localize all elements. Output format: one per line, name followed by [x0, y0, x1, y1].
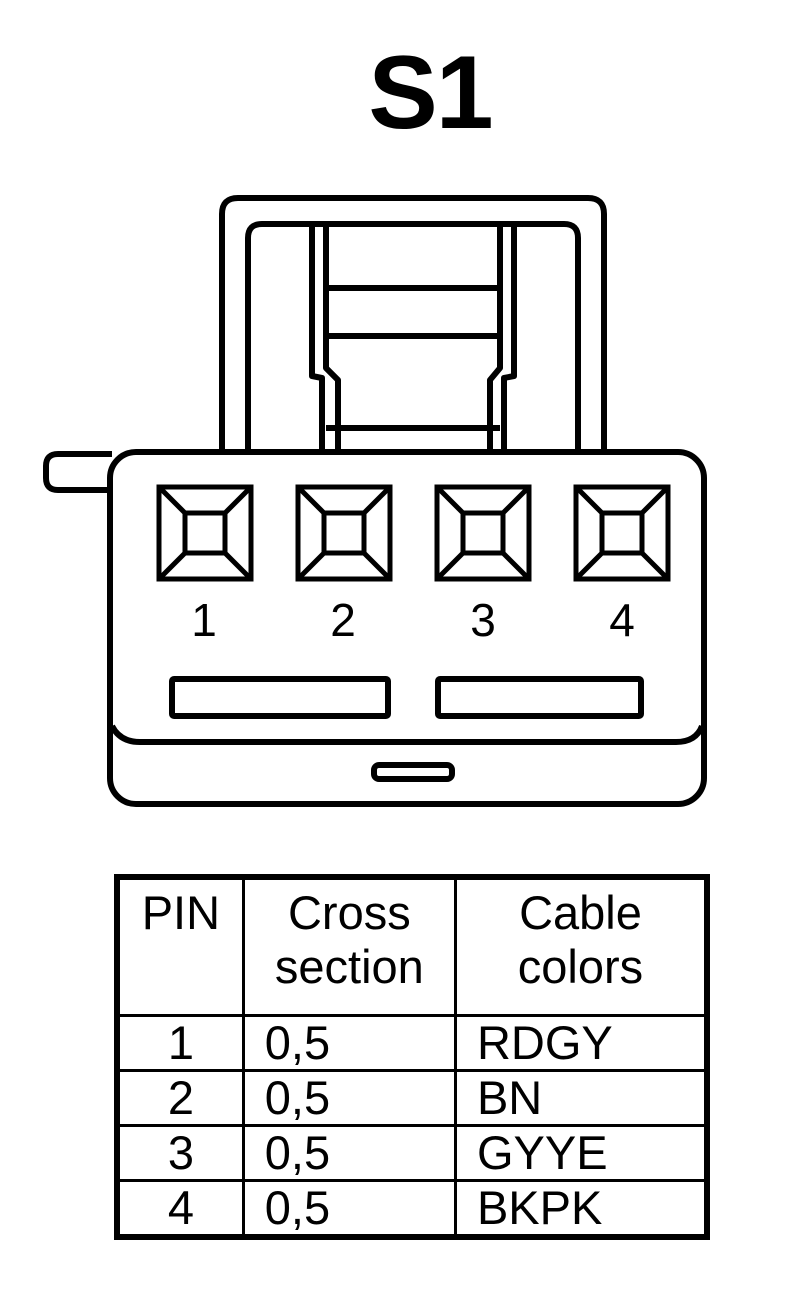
- cell-pin: 1: [115, 1014, 245, 1072]
- cell-cross-section: 0,5: [241, 1179, 457, 1239]
- connector-drawing: 1 2 3 4: [43, 195, 707, 807]
- cell-cable-color: RDGY: [453, 1014, 709, 1072]
- cell-cross-section: 0,5: [241, 1124, 457, 1182]
- latch-inner-frame: [245, 221, 581, 450]
- latch-tongue: [309, 226, 325, 450]
- cell-pin: 3: [115, 1124, 245, 1182]
- table-row: 3 0,5 GYYE: [115, 1124, 709, 1182]
- cell-cable-color: BKPK: [453, 1179, 709, 1239]
- cell-cross-section: 0,5: [241, 1069, 457, 1127]
- pin-label-3: 3: [470, 594, 496, 646]
- cell-cross-section: 0,5: [241, 1014, 457, 1072]
- pin-assignment-table: PIN Cross section Cable colors 1 0,5 RDG…: [114, 874, 710, 1240]
- cell-pin: 2: [115, 1069, 245, 1127]
- cell-pin: 4: [115, 1179, 245, 1239]
- pin-label-4: 4: [609, 594, 635, 646]
- header-cross-section: Cross section: [241, 875, 457, 1017]
- bottom-slot: [371, 762, 455, 782]
- pin-label-1: 1: [191, 594, 217, 646]
- header-cable-colors: Cable colors: [453, 875, 709, 1017]
- connector-title: S1: [368, 35, 493, 151]
- table-row: 1 0,5 RDGY: [115, 1014, 709, 1072]
- pin-cavity-4: [573, 484, 671, 582]
- housing-ledge: [109, 724, 705, 745]
- table-row: 2 0,5 BN: [115, 1069, 709, 1127]
- header-pin: PIN: [115, 875, 245, 1017]
- cell-cable-color: GYYE: [453, 1124, 709, 1182]
- pin-cavity-3: [434, 484, 532, 582]
- table-row: 4 0,5 BKPK: [115, 1179, 709, 1239]
- table-header-row: PIN Cross section Cable colors: [115, 875, 709, 1017]
- pin-label-2: 2: [330, 594, 356, 646]
- pin-cavity-1: [156, 484, 254, 582]
- side-tab: [43, 451, 112, 493]
- lock-bar-left: [169, 676, 391, 719]
- lock-bar-right: [435, 676, 644, 719]
- connector-housing: [107, 449, 707, 807]
- cell-cable-color: BN: [453, 1069, 709, 1127]
- latch-outer-frame: [219, 195, 607, 450]
- pin-cavity-2: [295, 484, 393, 582]
